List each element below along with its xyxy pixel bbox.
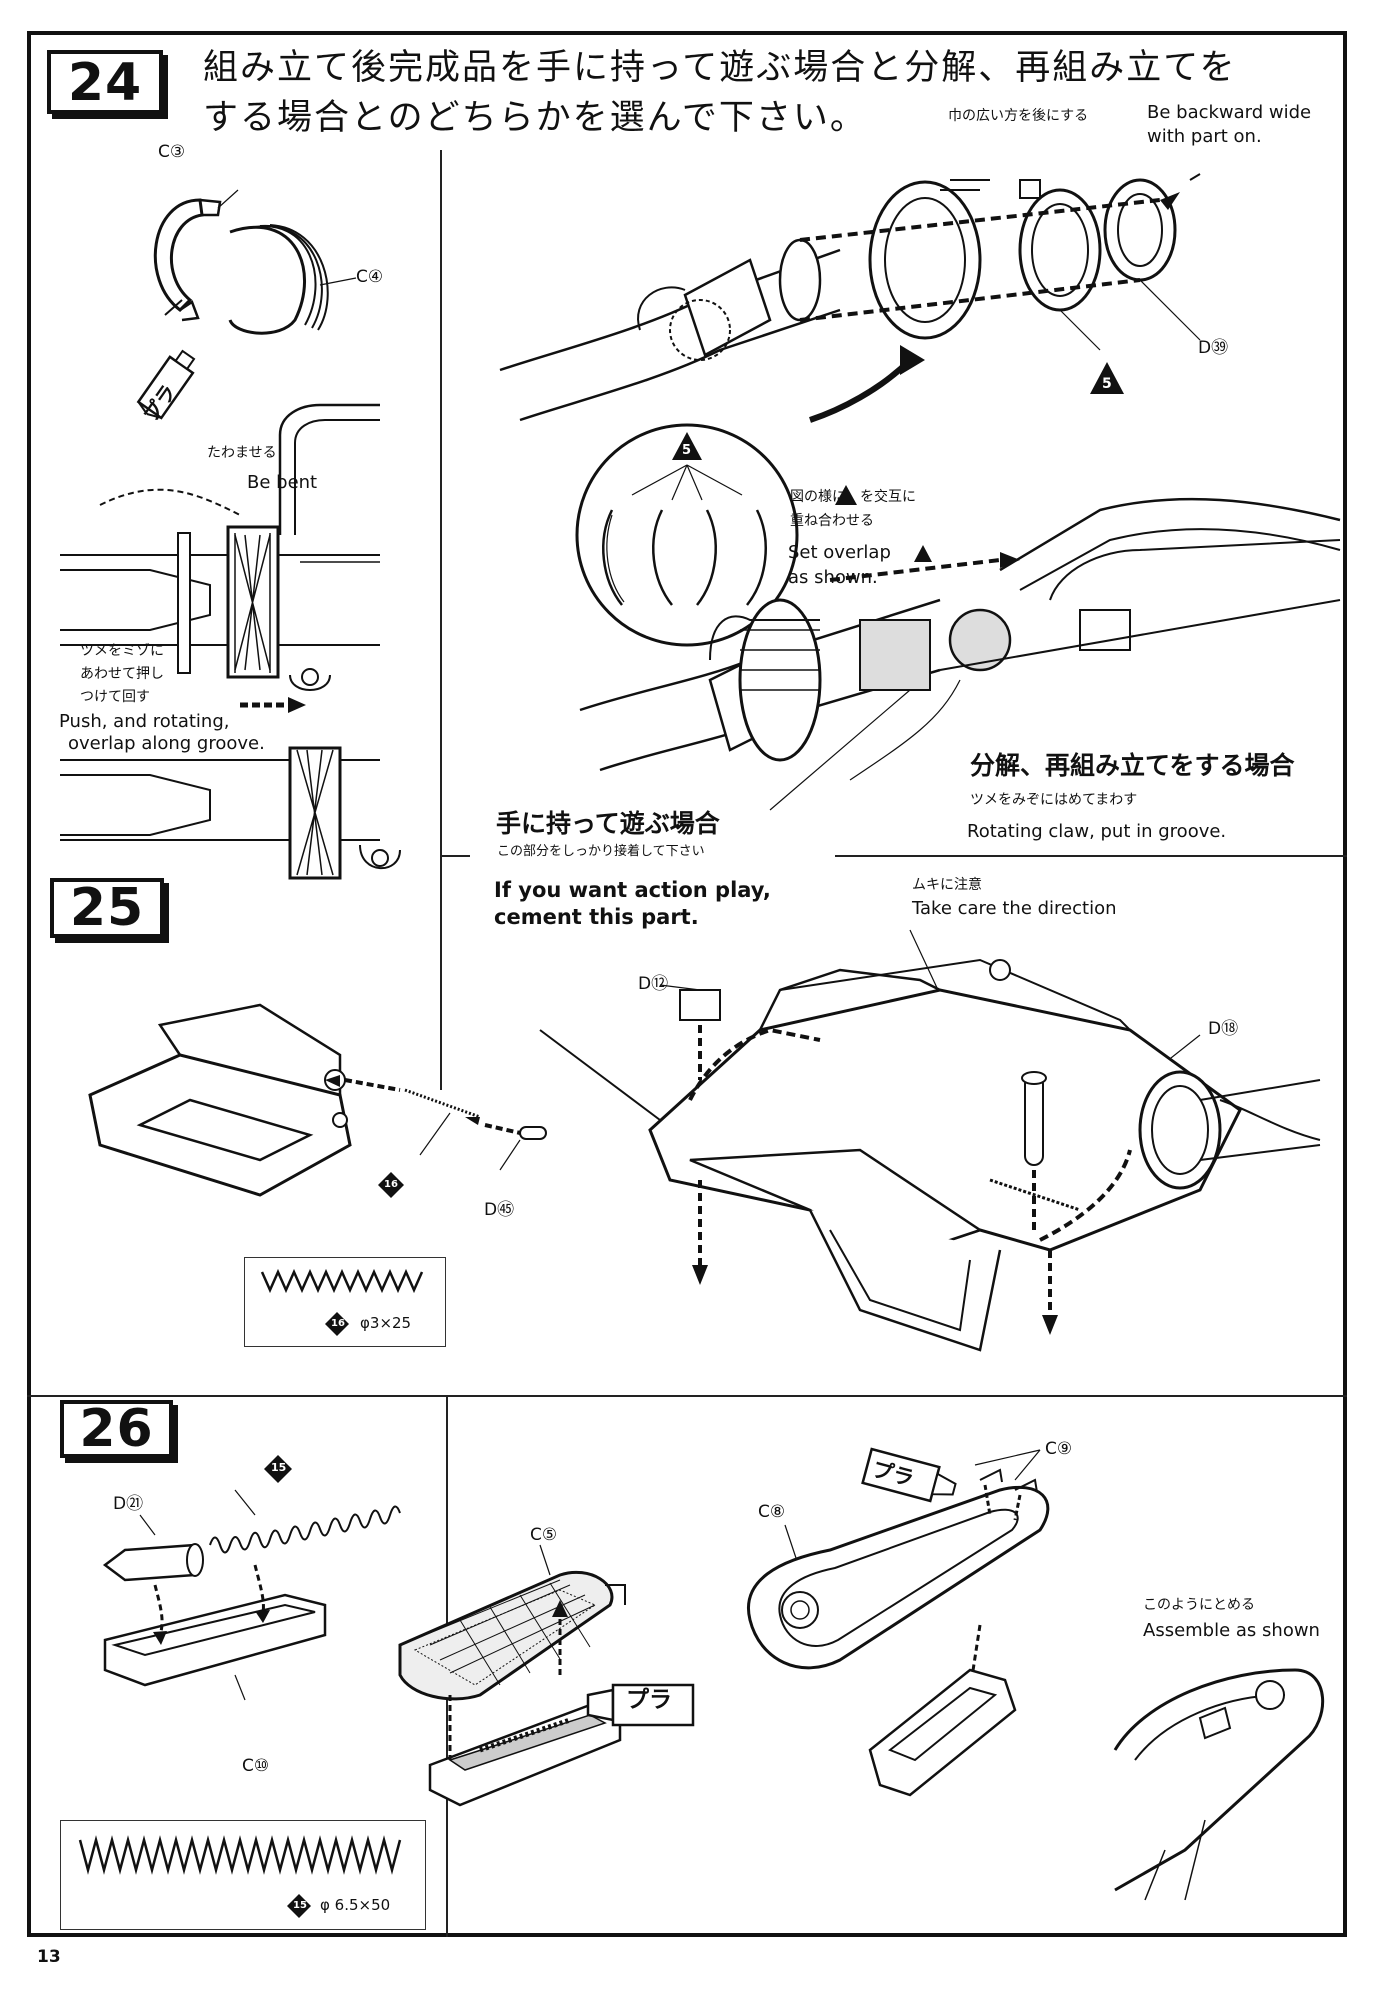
- action-play-note-en-1: If you want action play,: [494, 878, 771, 902]
- action-play-note-jp: 手に持って遊ぶ場合: [496, 809, 720, 838]
- direction-note-en: Take care the direction: [912, 898, 1117, 919]
- spring-15-diagram: [78, 1835, 402, 1875]
- spring-16-box-marker-label: 16: [331, 1318, 345, 1329]
- wide-side-note-en-2: with part on.: [1147, 126, 1262, 147]
- label-d12: D⑫: [638, 974, 669, 994]
- overlap-note-jp-1b: を交互に: [860, 489, 916, 505]
- marker-5-triangle-upper: [1090, 362, 1124, 394]
- barrel-nut-side-view-bottom: [60, 746, 401, 880]
- marker-5-triangle-inline-1: [835, 485, 857, 505]
- c-ring-halves-drawing: [153, 189, 357, 335]
- spring-15-marker-label: 15: [271, 1461, 287, 1474]
- overlap-detail-circle: [575, 423, 799, 647]
- glue-label-step26-left: プラ: [626, 1687, 672, 1713]
- glue-tube-icon-step26-right: [861, 1447, 957, 1503]
- label-d39: D㊴: [1198, 338, 1229, 358]
- spring-15-spec: φ 6.5×50: [320, 1896, 391, 1914]
- spring-16-marker-label: 16: [384, 1179, 398, 1190]
- overlap-note-jp-1a: 図の様に: [790, 489, 846, 505]
- label-c4: C④: [356, 267, 384, 287]
- divider-step24-bottom-right: [835, 855, 1347, 857]
- disassemble-note-jp: 分解、再組み立てをする場合: [970, 751, 1295, 780]
- spring-16-spec: φ3×25: [360, 1314, 412, 1332]
- barrel-exploded-drawing: [499, 173, 1201, 423]
- divider-step24-vertical: [440, 150, 442, 1090]
- label-c8: C⑧: [758, 1502, 786, 1522]
- assemble-note-jp: このようにとめる: [1143, 1597, 1255, 1613]
- magazine-cover-drawing: [398, 1544, 626, 1807]
- overlap-note-en-2: as shown.: [788, 567, 878, 588]
- marker-5-triangle-circle: [672, 432, 702, 460]
- label-d18: D⑱: [1208, 1019, 1239, 1039]
- step-26-number: 26: [60, 1400, 173, 1458]
- claw-note-jp-1: ツメをミゾに: [80, 643, 164, 659]
- push-arrow: [240, 697, 306, 713]
- step-24-number: 24: [47, 50, 163, 114]
- step-25-number: 25: [50, 878, 164, 938]
- disassemble-note-en: Rotating claw, put in groove.: [967, 821, 1227, 842]
- divider-step24-25: [440, 855, 470, 857]
- spring-15-marker-icon: [264, 1455, 292, 1483]
- claw-note-jp-2: あわせて押し: [80, 666, 164, 682]
- spring-16-marker-icon: [378, 1172, 404, 1198]
- step-24-heading-line1: 組み立て後完成品を手に持って遊ぶ場合と分解、再組み立てを: [203, 48, 1237, 88]
- overlap-note-en-1: Set overlap: [788, 542, 891, 563]
- bend-note-en: Be bent: [247, 472, 318, 493]
- action-play-note-en-2: cement this part.: [494, 905, 699, 929]
- pistol-grip-drawing: [747, 1449, 1050, 1797]
- label-c5: C⑤: [530, 1525, 558, 1545]
- spring-15-box-marker-label: 15: [293, 1900, 307, 1911]
- glue-tube-icon-step26-left: [586, 1683, 695, 1727]
- action-play-note-jp-sub: この部分をしっかり接着して下さい: [497, 844, 705, 859]
- claw-note-jp-3: つけて回す: [80, 689, 150, 705]
- receiver-barrel-assembly-drawing: [579, 497, 1341, 811]
- claw-note-en-1: Push, and rotating,: [59, 711, 230, 732]
- magazine-well-drawing: [88, 1003, 547, 1197]
- spring-15-box-marker-icon: [287, 1894, 311, 1918]
- glue-tube-icon: [136, 349, 196, 420]
- spring-guide-drawing: [102, 1489, 401, 1701]
- label-c3: C③: [158, 142, 186, 162]
- lower-receiver-drawing: [539, 929, 1321, 1352]
- page-frame: [27, 31, 1347, 1937]
- grip-assembled-detail-drawing: [1113, 1668, 1325, 1901]
- disassemble-note-jp-sub: ツメをみぞにはめてまわす: [970, 792, 1138, 808]
- spring-16-diagram: [260, 1268, 424, 1294]
- spring-16-box-marker-icon: [325, 1312, 349, 1336]
- assemble-note-en: Assemble as shown: [1143, 1620, 1320, 1641]
- spring-15-spec-box: [60, 1820, 426, 1930]
- label-d21: D㉑: [113, 1494, 144, 1514]
- page-number: 13: [37, 1947, 61, 1967]
- label-d45: D㊺: [484, 1200, 515, 1220]
- marker-5-label-upper: 5: [1102, 376, 1112, 392]
- direction-note-jp: ムキに注意: [912, 877, 982, 893]
- marker-5-label-circle: 5: [682, 443, 692, 458]
- label-c10: C⑩: [242, 1756, 270, 1776]
- step-24-heading-line2: する場合とのどちらかを選んで下さい。: [203, 98, 867, 138]
- wide-side-note-jp: 巾の広い方を後にする: [948, 108, 1089, 124]
- overlap-note-jp-2: 重ね合わせる: [790, 513, 874, 529]
- label-c9: C⑨: [1045, 1439, 1073, 1459]
- divider-step25-26: [27, 1395, 1347, 1397]
- barrel-nut-side-view-top: [60, 403, 380, 691]
- claw-note-en-2: overlap along groove.: [68, 733, 265, 754]
- wide-side-note-en-1: Be backward wide: [1147, 102, 1312, 123]
- marker-5-triangle-inline-2: [914, 545, 932, 562]
- bend-note-jp: たわませる: [207, 445, 277, 461]
